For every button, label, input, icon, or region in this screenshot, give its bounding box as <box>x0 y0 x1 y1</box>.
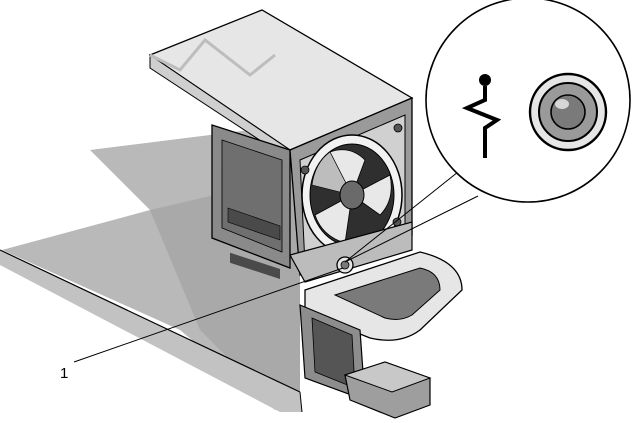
callout-1-label: 1 <box>60 365 68 382</box>
led-lens-icon <box>530 74 606 150</box>
release-latch[interactable] <box>345 362 430 418</box>
led-inset-magnifier <box>426 0 630 202</box>
